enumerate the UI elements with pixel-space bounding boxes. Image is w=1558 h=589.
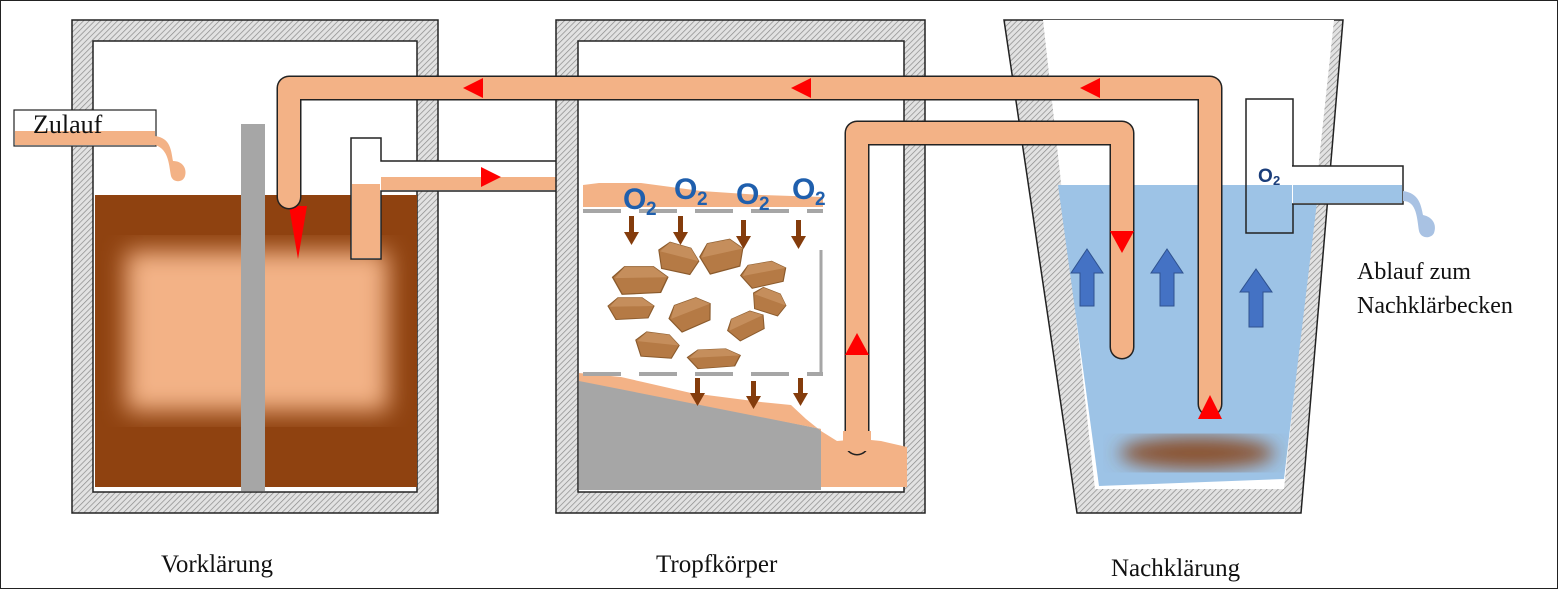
flow-arrow-left — [1080, 78, 1100, 98]
return-pipe — [278, 77, 1221, 415]
settled-sludge — [1119, 437, 1275, 469]
drip-arrow-icon — [690, 378, 705, 406]
flow-arrow-left — [791, 78, 811, 98]
o2-label: O 2 — [623, 183, 657, 220]
o2-symbol: O — [1258, 166, 1273, 187]
o2-symbol: O — [674, 173, 697, 206]
drip-arrow-icon — [746, 381, 761, 409]
flow-arrow-right — [481, 167, 501, 187]
transfer-flow-vertical — [352, 184, 380, 258]
arrow-up-icon — [1239, 268, 1273, 328]
inlet-label: Zulauf — [33, 110, 103, 139]
arrow-up-icon — [1150, 248, 1184, 307]
stage-label-tropfkoerper: Tropfkörper — [656, 551, 778, 578]
vorklaerung-tank: Zulauf — [13, 19, 607, 514]
drip-arrow-icon — [736, 220, 751, 249]
o2-subscript: 2 — [815, 189, 826, 210]
outlet-drip — [1403, 191, 1435, 238]
effluent-pipe-base — [843, 431, 871, 451]
o2-label: O 2 — [674, 173, 708, 210]
flow-arrow-up — [1198, 395, 1222, 419]
distribution-layer — [583, 183, 823, 207]
o2-label-outlet: O 2 — [1258, 166, 1280, 188]
outlet-weir-water — [1247, 185, 1292, 232]
drip-arrow-icon — [624, 216, 639, 245]
o2-subscript: 2 — [1273, 173, 1280, 188]
effluent-channel — [579, 373, 907, 487]
stone-icon — [607, 297, 655, 321]
upflow-arrows — [1070, 248, 1273, 328]
flow-arrow-up — [845, 333, 869, 355]
flow-arrow-down — [1110, 231, 1134, 253]
drip-arrows-bottom — [690, 378, 808, 409]
outlet-label-line1: Ablauf zum — [1357, 259, 1471, 285]
outlet-flow — [1293, 185, 1402, 203]
o2-symbol: O — [792, 173, 815, 206]
drip-arrow-icon — [673, 216, 688, 245]
sloped-floor — [579, 379, 821, 490]
o2-symbol: O — [736, 178, 759, 211]
o2-label: O 2 — [792, 173, 826, 210]
recirculation-pipes — [276, 75, 1223, 456]
inlet-flow — [15, 131, 155, 145]
drip-arrow-icon — [791, 220, 806, 249]
outlet-weir-air — [1247, 100, 1292, 185]
drip-arrow-icon — [793, 378, 808, 406]
inlet-drip — [155, 136, 186, 182]
arrow-up-icon — [1070, 248, 1104, 307]
flow-arrow-left — [463, 78, 483, 98]
flow-arrow-down — [289, 206, 307, 259]
oxygen-labels: O 2 O 2 O 2 O 2 — [623, 173, 826, 220]
o2-label: O 2 — [736, 178, 770, 215]
o2-subscript: 2 — [759, 194, 770, 215]
o2-subscript: 2 — [697, 189, 708, 210]
baffle-wall — [241, 124, 265, 491]
o2-subscript: 2 — [646, 199, 657, 220]
o2-symbol: O — [623, 183, 646, 216]
stage-label-nachklaerung: Nachklärung — [1111, 555, 1241, 582]
stone-icon — [611, 266, 669, 296]
drip-arrows-top — [624, 216, 806, 249]
outlet-label-line2: Nachklärbecken — [1357, 293, 1513, 319]
transfer-flow-horizontal — [381, 177, 605, 190]
stage-label-vorklaerung: Vorklärung — [161, 551, 274, 578]
